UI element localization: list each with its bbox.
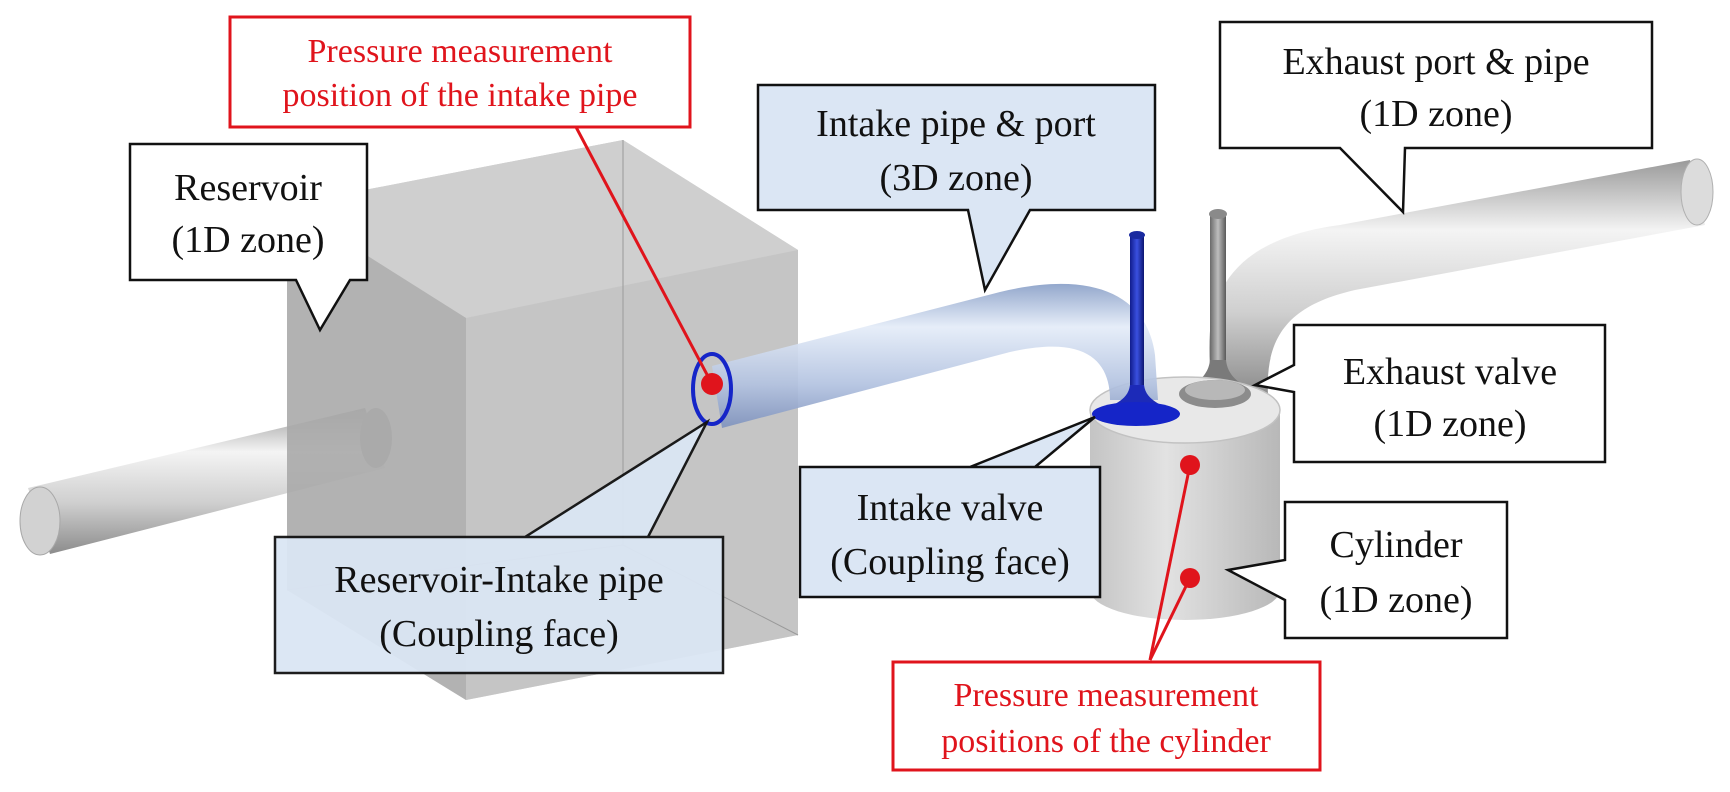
exhaust-pipe [1209, 158, 1714, 395]
intake-valve-label-line1: Intake valve [857, 487, 1044, 529]
intake-pipe-shape [712, 283, 1158, 428]
intake-pressure-label-line1: Pressure measurement [308, 33, 614, 70]
reservoir-label-line1: Reservoir [174, 167, 322, 209]
cylinder-label-line2: (1D zone) [1320, 579, 1473, 621]
callout-intake-pressure: Pressure measurement position of the int… [228, 15, 723, 395]
cylinder-pressure-point-lower [1180, 568, 1200, 588]
exhaust-valve-label-line1: Exhaust valve [1343, 351, 1557, 393]
exhaust-pipe-label-line2: (1D zone) [1360, 93, 1513, 135]
cylinder-pressure-label-line2: positions of the cylinder [941, 723, 1271, 760]
callout-cylinder-pressure: Pressure measurement positions of the cy… [891, 455, 1322, 772]
exhaust-valve-label-line2: (1D zone) [1374, 403, 1527, 445]
reservoir-label-line2: (1D zone) [172, 219, 325, 261]
intake-valve-shape [1092, 231, 1180, 426]
cylinder-shape [1089, 376, 1281, 620]
reservoir-intake-label-line2: (Coupling face) [379, 613, 619, 655]
cylinder-pressure-point-upper [1180, 455, 1200, 475]
callout-cylinder: Cylinder (1D zone) [1224, 500, 1509, 640]
intake-pipe-label-line2: (3D zone) [880, 157, 1033, 199]
intake-pressure-label-line2: position of the intake pipe [282, 77, 637, 114]
intake-pipe-label-line1: Intake pipe & port [816, 103, 1096, 145]
intake-pressure-point [701, 373, 723, 395]
cylinder-pressure-label-line1: Pressure measurement [954, 677, 1260, 714]
reservoir-intake-label-line1: Reservoir-Intake pipe [334, 559, 664, 601]
callout-reservoir: Reservoir (1D zone) [128, 142, 369, 333]
callout-exhaust-pipe: Exhaust port & pipe (1D zone) [1218, 20, 1654, 215]
intake-valve-label-line2: (Coupling face) [830, 541, 1070, 583]
exhaust-pipe-label-line1: Exhaust port & pipe [1282, 41, 1589, 83]
callout-reservoir-intake: Reservoir-Intake pipe (Coupling face) [273, 418, 725, 675]
coupling-face-ring [691, 352, 733, 426]
callout-exhaust-valve: Exhaust valve (1D zone) [1251, 323, 1607, 464]
callout-intake-pipe: Intake pipe & port (3D zone) [756, 83, 1157, 294]
callout-intake-valve: Intake valve (Coupling face) [798, 415, 1102, 599]
cylinder-label-line1: Cylinder [1330, 524, 1463, 566]
